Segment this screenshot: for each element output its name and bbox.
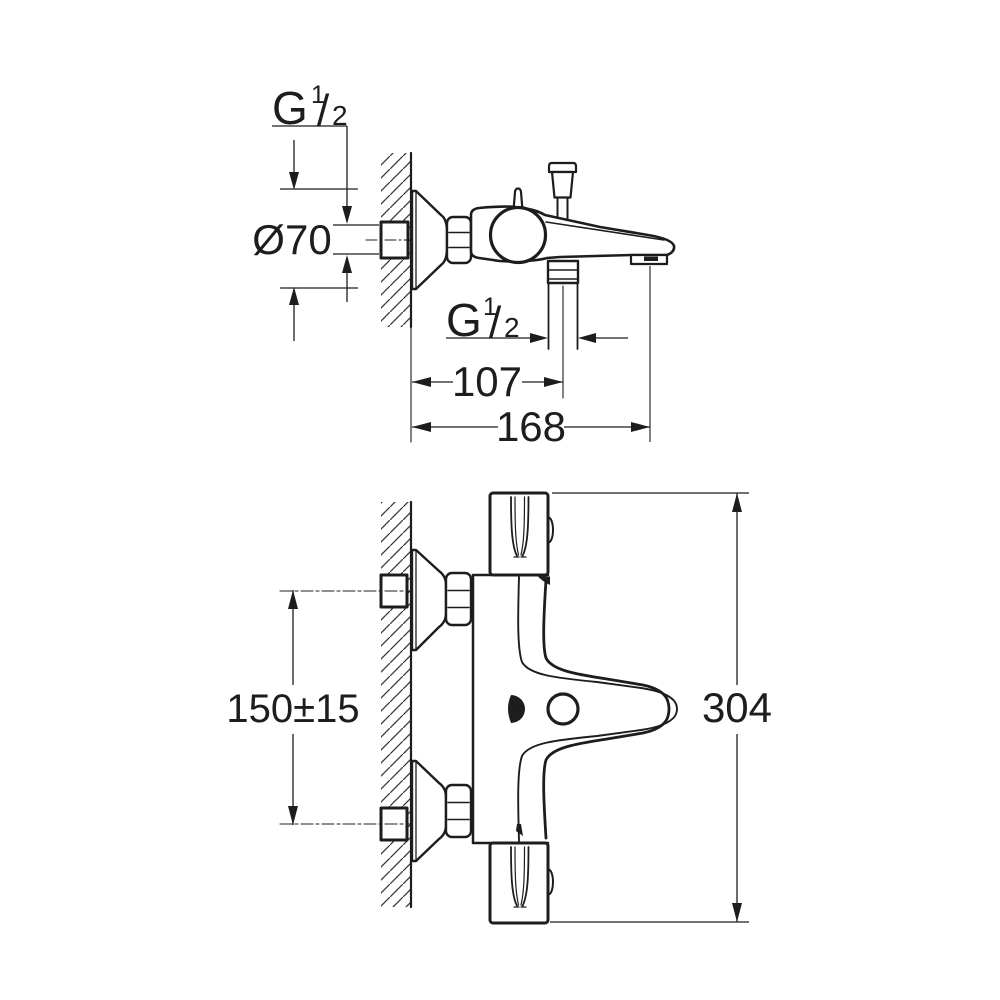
union-nut [445,215,473,265]
arrowhead-up [342,255,352,273]
thread-shower-numerator: 1 [483,293,497,321]
handle-knob [488,205,548,265]
spout-outlet-aerator [644,256,658,261]
thread-extension-lines [333,224,379,255]
dim-150-label: 150±15 [226,687,359,731]
arrowhead-down [342,206,352,224]
arrowhead-up [288,590,298,609]
arrowhead-down [732,903,742,922]
arrowhead-up [732,493,742,512]
bottom-outlet-circle [546,692,580,726]
arrowhead-left [412,422,431,432]
spout-ridge-line [545,221,665,241]
contour-tick-top [538,576,550,585]
button-mark [508,695,525,723]
dim-107-label: 107 [452,358,522,405]
leader-line [272,125,348,207]
contour-tick-bottom [516,824,523,836]
dim-107: 107 [412,358,563,405]
arrowhead-left [578,333,596,343]
arrowhead-left [412,377,431,387]
escutcheon-lower [410,759,448,863]
union-nut-lower [444,783,473,839]
arrowhead-right [631,422,650,432]
thread-top-letter: G [272,82,308,134]
diameter-extension-lines [280,188,358,289]
front-view-dimensions: 150±15 304 [226,492,772,923]
dim-diameter-70: Ø70 [252,140,358,341]
arrowhead-down [289,172,299,190]
volume-knob-lower [488,841,550,925]
arrowhead-right [530,333,548,343]
knob-grip-lower [510,846,530,908]
thread-top-numerator: 1 [311,81,325,109]
front-view [279,491,678,925]
diverter-knob-cap [547,161,578,174]
dim-168-label: 168 [496,403,566,450]
spout-outer-contour [517,576,678,842]
handle-lever [512,187,524,212]
wall-hatch [381,502,411,907]
dim-168: 168 [412,266,651,450]
thread-top-slash: / [317,86,330,135]
shower-hose-connector [546,259,580,285]
spout-inner-contour [542,578,671,840]
thread-shower-letter: G [446,294,482,346]
thermostat-knob-upper [488,491,550,577]
extension-lines [550,492,749,923]
dim-thread-top: G 1 / 2 [272,81,379,302]
dim-304-label: 304 [702,684,772,731]
dim-thread-shower: G 1 / 2 [446,293,628,347]
side-view-dimensions: G 1 / 2 Ø70 G 1 / 2 [252,81,651,450]
dim-150: 150±15 [226,590,360,825]
escutcheon [410,189,449,291]
diameter-label: Ø70 [252,216,331,263]
thread-shower-denominator: 2 [504,312,520,343]
dim-304: 304 [550,492,772,923]
arrowhead-right [544,377,563,387]
escutcheon-upper [410,548,448,652]
thread-shower-slash: / [489,298,502,347]
arrowhead-up [289,287,299,305]
arrowhead-down [288,806,298,825]
side-view [365,151,676,443]
union-nut-upper [444,571,473,627]
thread-top-denominator: 2 [332,100,348,131]
knob-grip-upper [510,496,530,558]
diverter-knob-body [550,170,575,199]
